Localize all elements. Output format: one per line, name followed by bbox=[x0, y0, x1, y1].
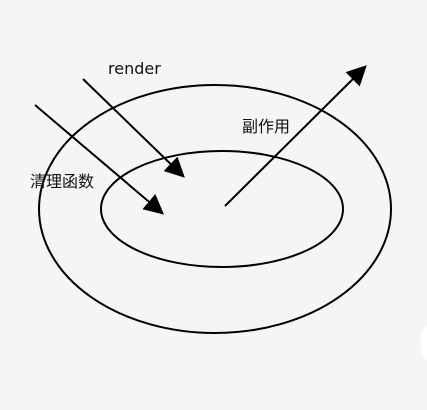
side-effect-arrow bbox=[224, 65, 367, 207]
cleanup-label: 清理函数 bbox=[30, 172, 94, 191]
cleanup-arrow bbox=[34, 104, 165, 215]
inner-ellipse bbox=[100, 150, 344, 268]
render-label: render bbox=[108, 59, 161, 78]
side-effect-label: 副作用 bbox=[242, 117, 290, 136]
outer-ellipse bbox=[38, 84, 392, 334]
right-edge-blob bbox=[420, 326, 427, 360]
render-arrow bbox=[82, 78, 185, 178]
